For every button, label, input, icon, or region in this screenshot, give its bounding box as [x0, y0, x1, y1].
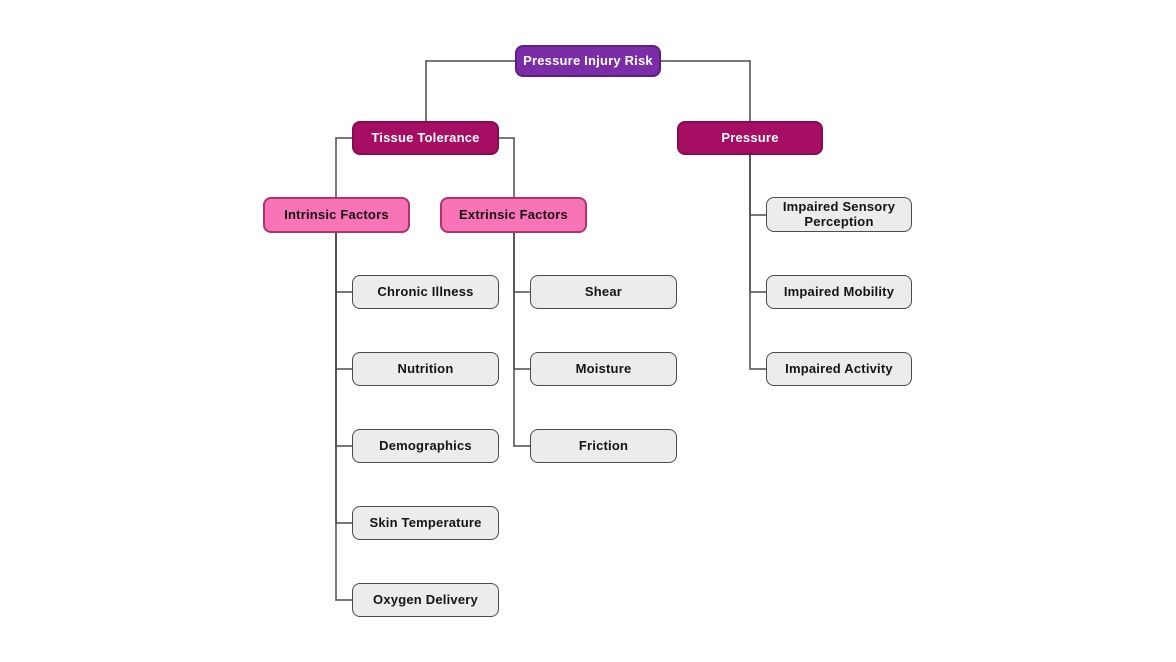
node-oxygen-delivery: Oxygen Delivery — [352, 583, 499, 617]
connector-pressure--impaired-mobility — [749, 154, 767, 293]
connector-intrinsic-factors--demographics — [335, 232, 353, 447]
node-extrinsic-factors: Extrinsic Factors — [440, 197, 587, 233]
connector-intrinsic-factors--chronic-illness — [335, 232, 353, 293]
connector-intrinsic-factors--skin-temperature — [335, 232, 353, 524]
connector-intrinsic-factors--oxygen-delivery — [335, 232, 353, 601]
connector-extrinsic-factors--moisture — [513, 232, 531, 370]
node-friction: Friction — [530, 429, 677, 463]
connector-tissue-tolerance--intrinsic-factors — [335, 137, 353, 198]
connector-pressure--impaired-sensory-perception — [749, 154, 767, 216]
node-skin-temperature: Skin Temperature — [352, 506, 499, 540]
node-tissue-tolerance: Tissue Tolerance — [352, 121, 499, 155]
node-impaired-mobility: Impaired Mobility — [766, 275, 912, 309]
node-pressure-injury-risk: Pressure Injury Risk — [515, 45, 661, 77]
node-impaired-activity: Impaired Activity — [766, 352, 912, 386]
connector-tissue-tolerance--extrinsic-factors — [498, 137, 515, 198]
node-moisture: Moisture — [530, 352, 677, 386]
node-impaired-sensory-perception: Impaired Sensory Perception — [766, 197, 912, 232]
node-nutrition: Nutrition — [352, 352, 499, 386]
node-shear: Shear — [530, 275, 677, 309]
connector-pressure--impaired-activity — [749, 154, 767, 370]
node-pressure: Pressure — [677, 121, 823, 155]
connector-intrinsic-factors--nutrition — [335, 232, 353, 370]
node-demographics: Demographics — [352, 429, 499, 463]
connector-pressure-injury-risk--tissue-tolerance — [425, 60, 516, 122]
node-intrinsic-factors: Intrinsic Factors — [263, 197, 410, 233]
connector-pressure-injury-risk--pressure — [660, 60, 751, 122]
connector-extrinsic-factors--shear — [513, 232, 531, 293]
connector-extrinsic-factors--friction — [513, 232, 531, 447]
node-chronic-illness: Chronic Illness — [352, 275, 499, 309]
